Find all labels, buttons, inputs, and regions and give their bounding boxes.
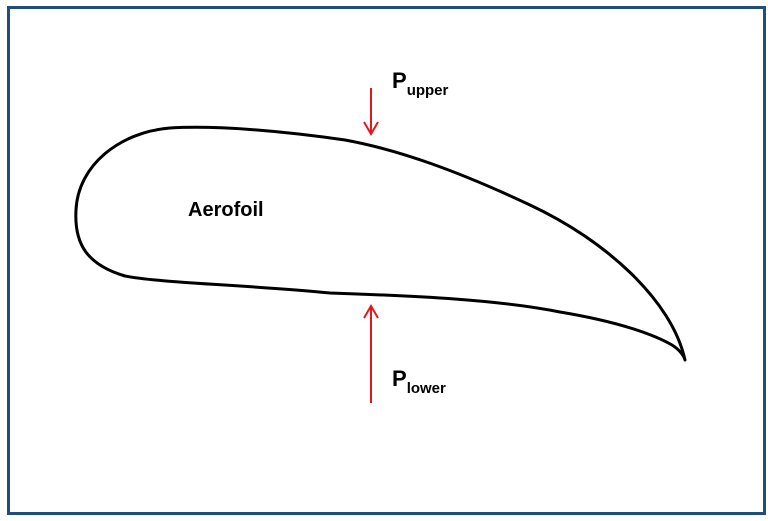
upper-pressure-symbol: P xyxy=(392,68,407,93)
lower-pressure-symbol: P xyxy=(392,366,407,391)
lower-pressure-subscript: lower xyxy=(407,380,446,397)
upper-pressure-arrow xyxy=(363,88,379,136)
aerofoil-outline xyxy=(74,125,687,362)
lower-pressure-label: Plower xyxy=(392,366,446,397)
lower-pressure-arrow xyxy=(363,304,379,403)
upper-pressure-subscript: upper xyxy=(407,82,449,99)
upper-pressure-label: Pupper xyxy=(392,68,449,99)
aerofoil-label: Aerofoil xyxy=(188,199,264,221)
diagram-frame xyxy=(7,6,766,515)
